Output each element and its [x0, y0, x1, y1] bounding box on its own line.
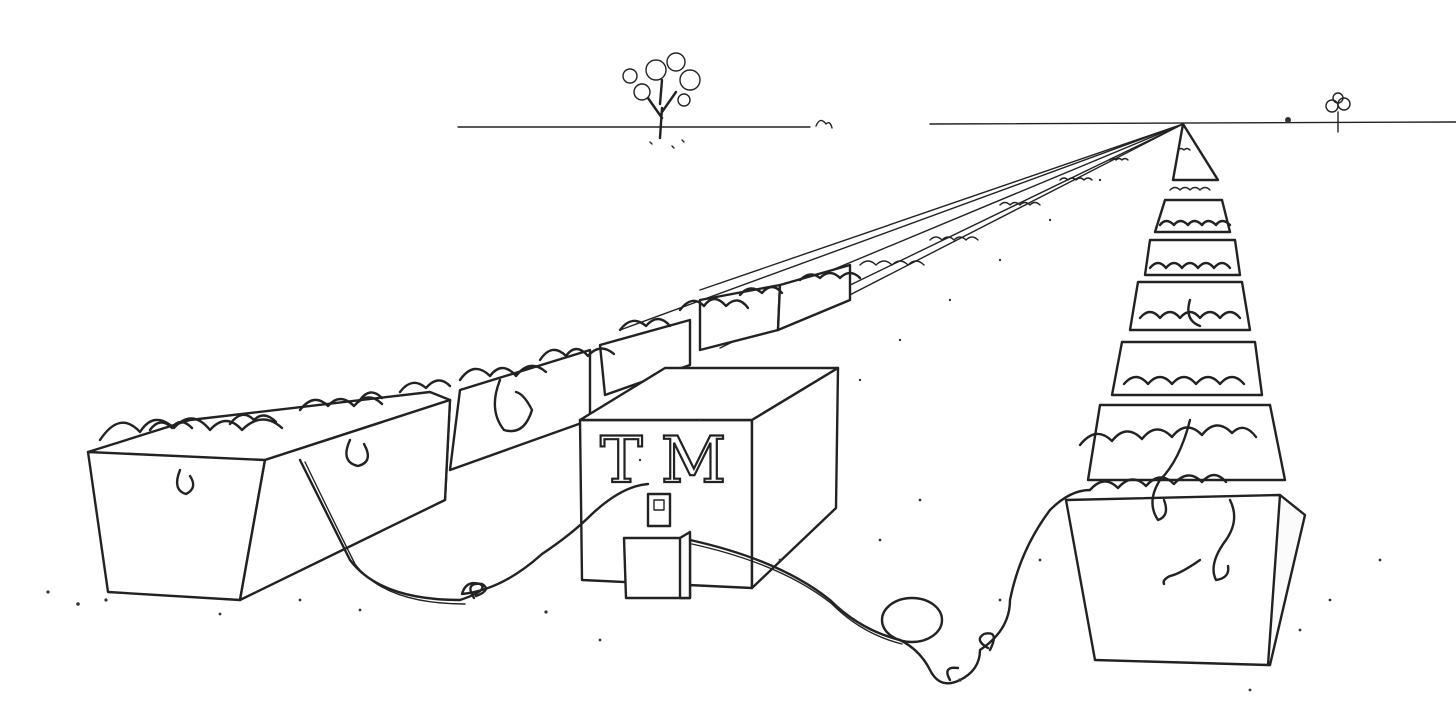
control-device: [622, 492, 692, 600]
left-bin-row: [86, 123, 1184, 602]
left-bin-contents: [98, 157, 1129, 496]
right-bin-contents: [1078, 147, 1258, 582]
tm-box: TM: [578, 366, 840, 590]
distant-tree-left: [622, 52, 701, 149]
cables: [298, 458, 1202, 685]
distant-tree-right: [1285, 92, 1351, 133]
horizon-shrub: [815, 119, 833, 129]
horizon: [457, 121, 1456, 128]
tm-box-label: TM: [600, 424, 744, 498]
right-bin-row: [1064, 122, 1307, 667]
ground-stipple: [46, 178, 1382, 692]
